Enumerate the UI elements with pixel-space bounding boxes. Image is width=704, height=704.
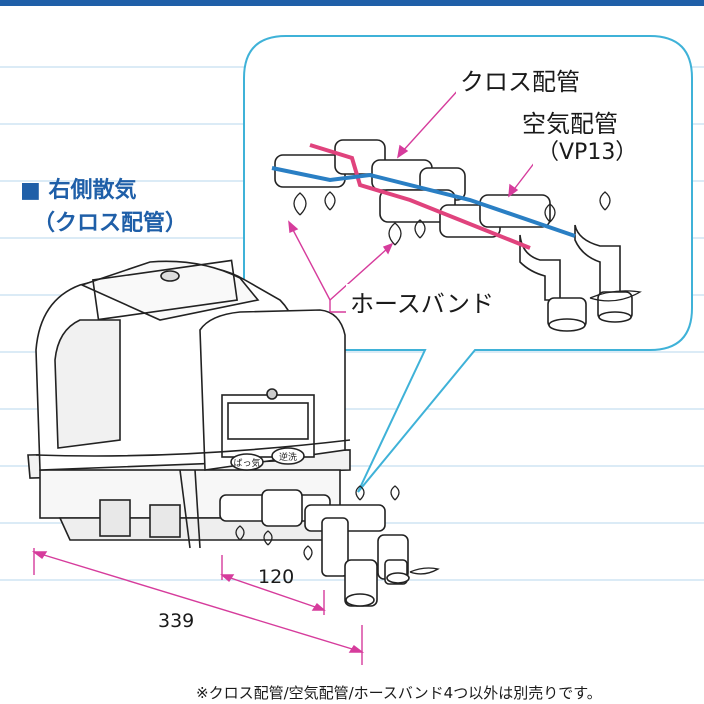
callout-cross-pipe: クロス配管 xyxy=(456,62,584,97)
panel-button-backwash: 逆洗 xyxy=(279,451,297,463)
callout-air-pipe-spec: （VP13） xyxy=(533,134,642,166)
detail-hose-bands xyxy=(293,191,642,302)
cross-pipe-line xyxy=(309,143,531,250)
panel-button-aeration: ばっ気 xyxy=(233,457,260,469)
outlet-piping xyxy=(219,489,410,607)
footnote: ※クロス配管/空気配管/ホースバンド4つ以外は別売りです。 xyxy=(196,684,602,702)
air-pipe-line xyxy=(271,166,576,238)
dimension-lines xyxy=(31,548,365,665)
title-line-1: 右側散気 xyxy=(48,178,137,203)
dimension-total-width: 339 xyxy=(158,610,195,632)
callout-air-pipe: 空気配管 xyxy=(518,104,622,139)
bottom-hose-bands xyxy=(235,485,440,575)
callout-hose-band: ホースバンド xyxy=(346,284,498,319)
section-title: ■ 右側散気 xyxy=(20,172,136,204)
dimension-outlet-width: 120 xyxy=(258,566,295,588)
detail-piping xyxy=(274,139,633,332)
title-marker: ■ xyxy=(20,178,41,203)
section-subtitle: （クロス配管） xyxy=(33,211,188,236)
header-bar xyxy=(0,0,704,6)
leader-lines xyxy=(288,87,549,313)
